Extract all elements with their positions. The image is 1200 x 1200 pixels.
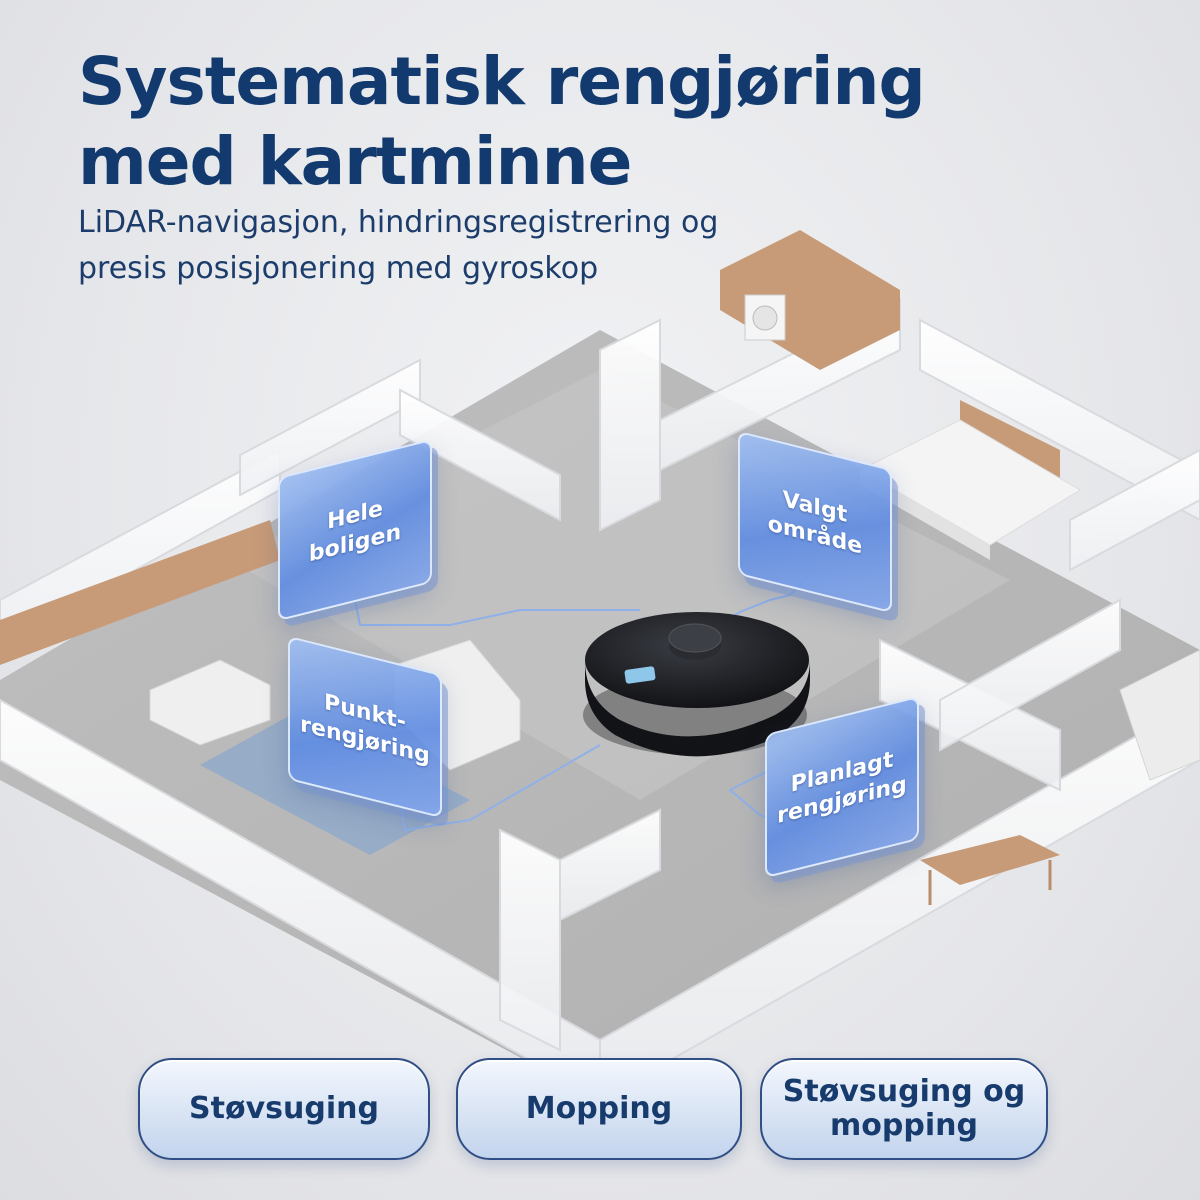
title-line-1: Systematisk rengjøring	[78, 43, 926, 120]
mode-vacuum-mop-button[interactable]: Støvsuging og mopping	[760, 1058, 1048, 1160]
subtitle-line-2: presis posisjonering med gyroskop	[78, 251, 599, 286]
page-subtitle: LiDAR-navigasjon, hindringsregistrering …	[78, 200, 1128, 292]
subtitle-line-1: LiDAR-navigasjon, hindringsregistrering …	[78, 205, 719, 240]
mode-mop-button[interactable]: Mopping	[456, 1058, 742, 1160]
title-line-2: med kartminne	[78, 123, 632, 200]
page-title: Systematisk rengjøring med kartminne	[78, 42, 1128, 202]
mode-vacuum-button[interactable]: Støvsuging	[138, 1058, 430, 1160]
robot-vacuum-icon	[583, 612, 810, 757]
mode-vacuum-label: Støvsuging	[189, 1091, 379, 1126]
mode-mop-label: Mopping	[525, 1091, 673, 1126]
mode-vacuum-mop-line-2: mopping	[830, 1108, 978, 1143]
mode-vacuum-mop-line-1: Støvsuging og	[782, 1074, 1026, 1109]
